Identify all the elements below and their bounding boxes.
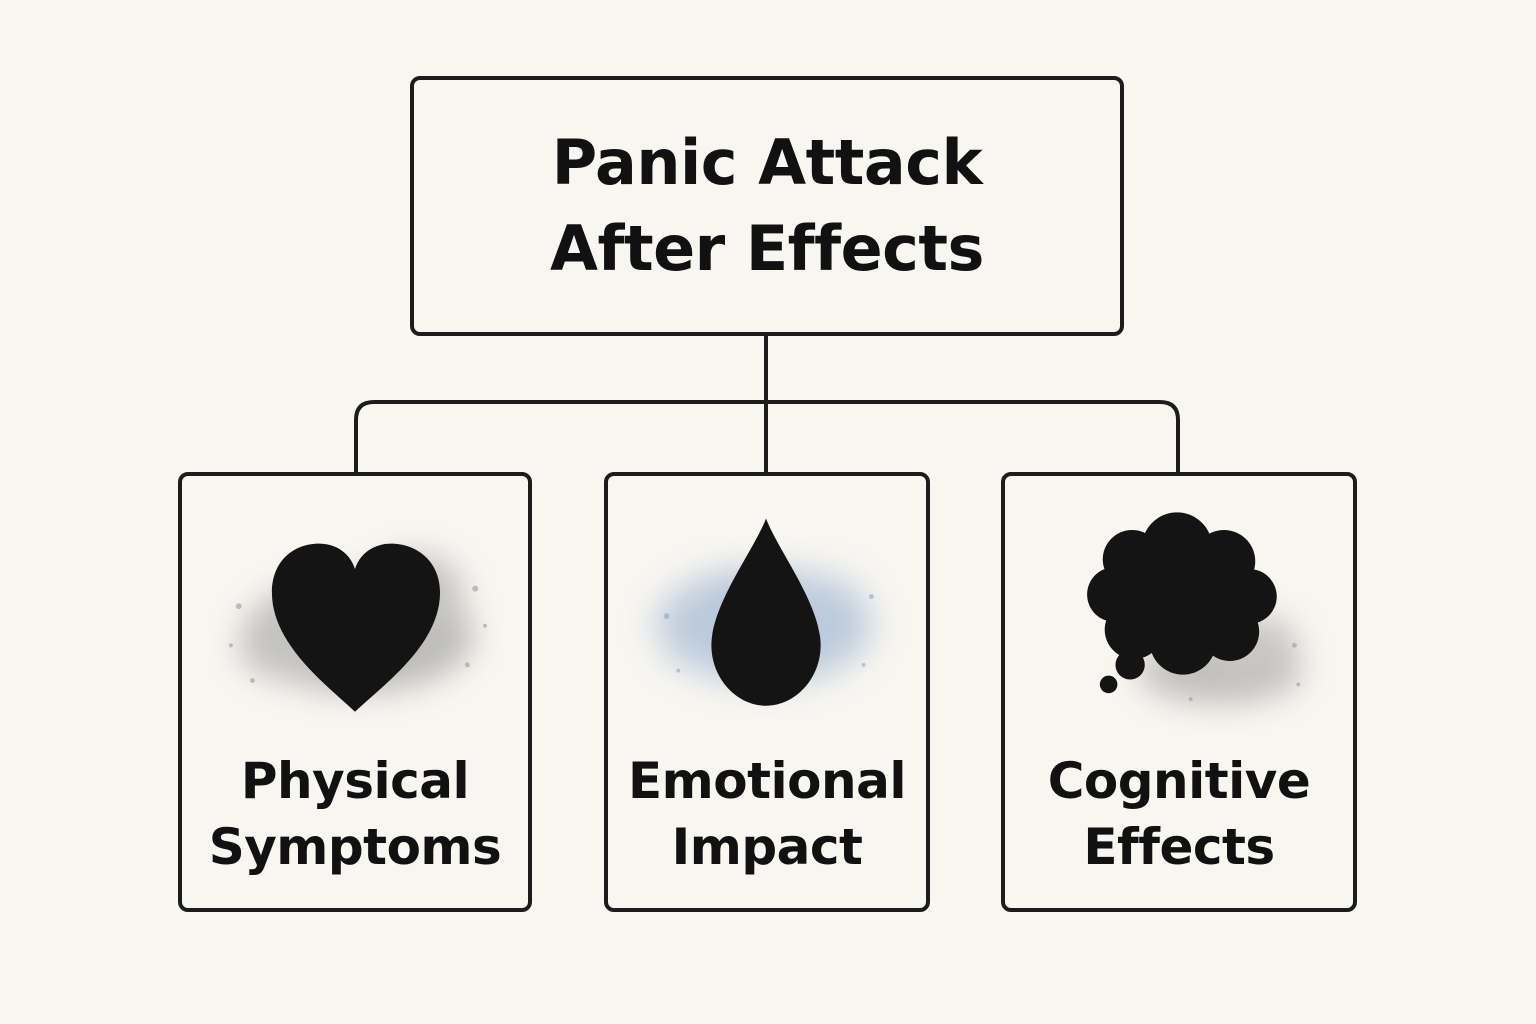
water-drop-icon — [656, 518, 874, 706]
child-label-emotional: Emotional Impact — [628, 752, 906, 876]
right-branch-connector — [764, 400, 1180, 474]
child-node-physical: Physical Symptoms — [178, 472, 532, 912]
child-label-physical: Physical Symptoms — [208, 752, 502, 876]
thought-bubble-large — [1115, 650, 1145, 680]
left-branch-connector — [354, 400, 768, 474]
heart-shape — [271, 543, 441, 712]
heart-icon — [228, 543, 487, 712]
child-node-cognitive: Cognitive Effects — [1001, 472, 1357, 912]
thought-bubble-small — [1099, 675, 1118, 694]
child-node-emotional: Emotional Impact — [604, 472, 930, 912]
thought-cloud-icon — [1087, 512, 1303, 704]
root-title: Panic Attack After Effects — [550, 126, 984, 285]
water-drop-shape — [711, 518, 821, 706]
root-node: Panic Attack After Effects — [410, 76, 1124, 336]
thought-cloud-shape — [1087, 512, 1277, 675]
child-label-cognitive: Cognitive Effects — [1047, 752, 1311, 876]
